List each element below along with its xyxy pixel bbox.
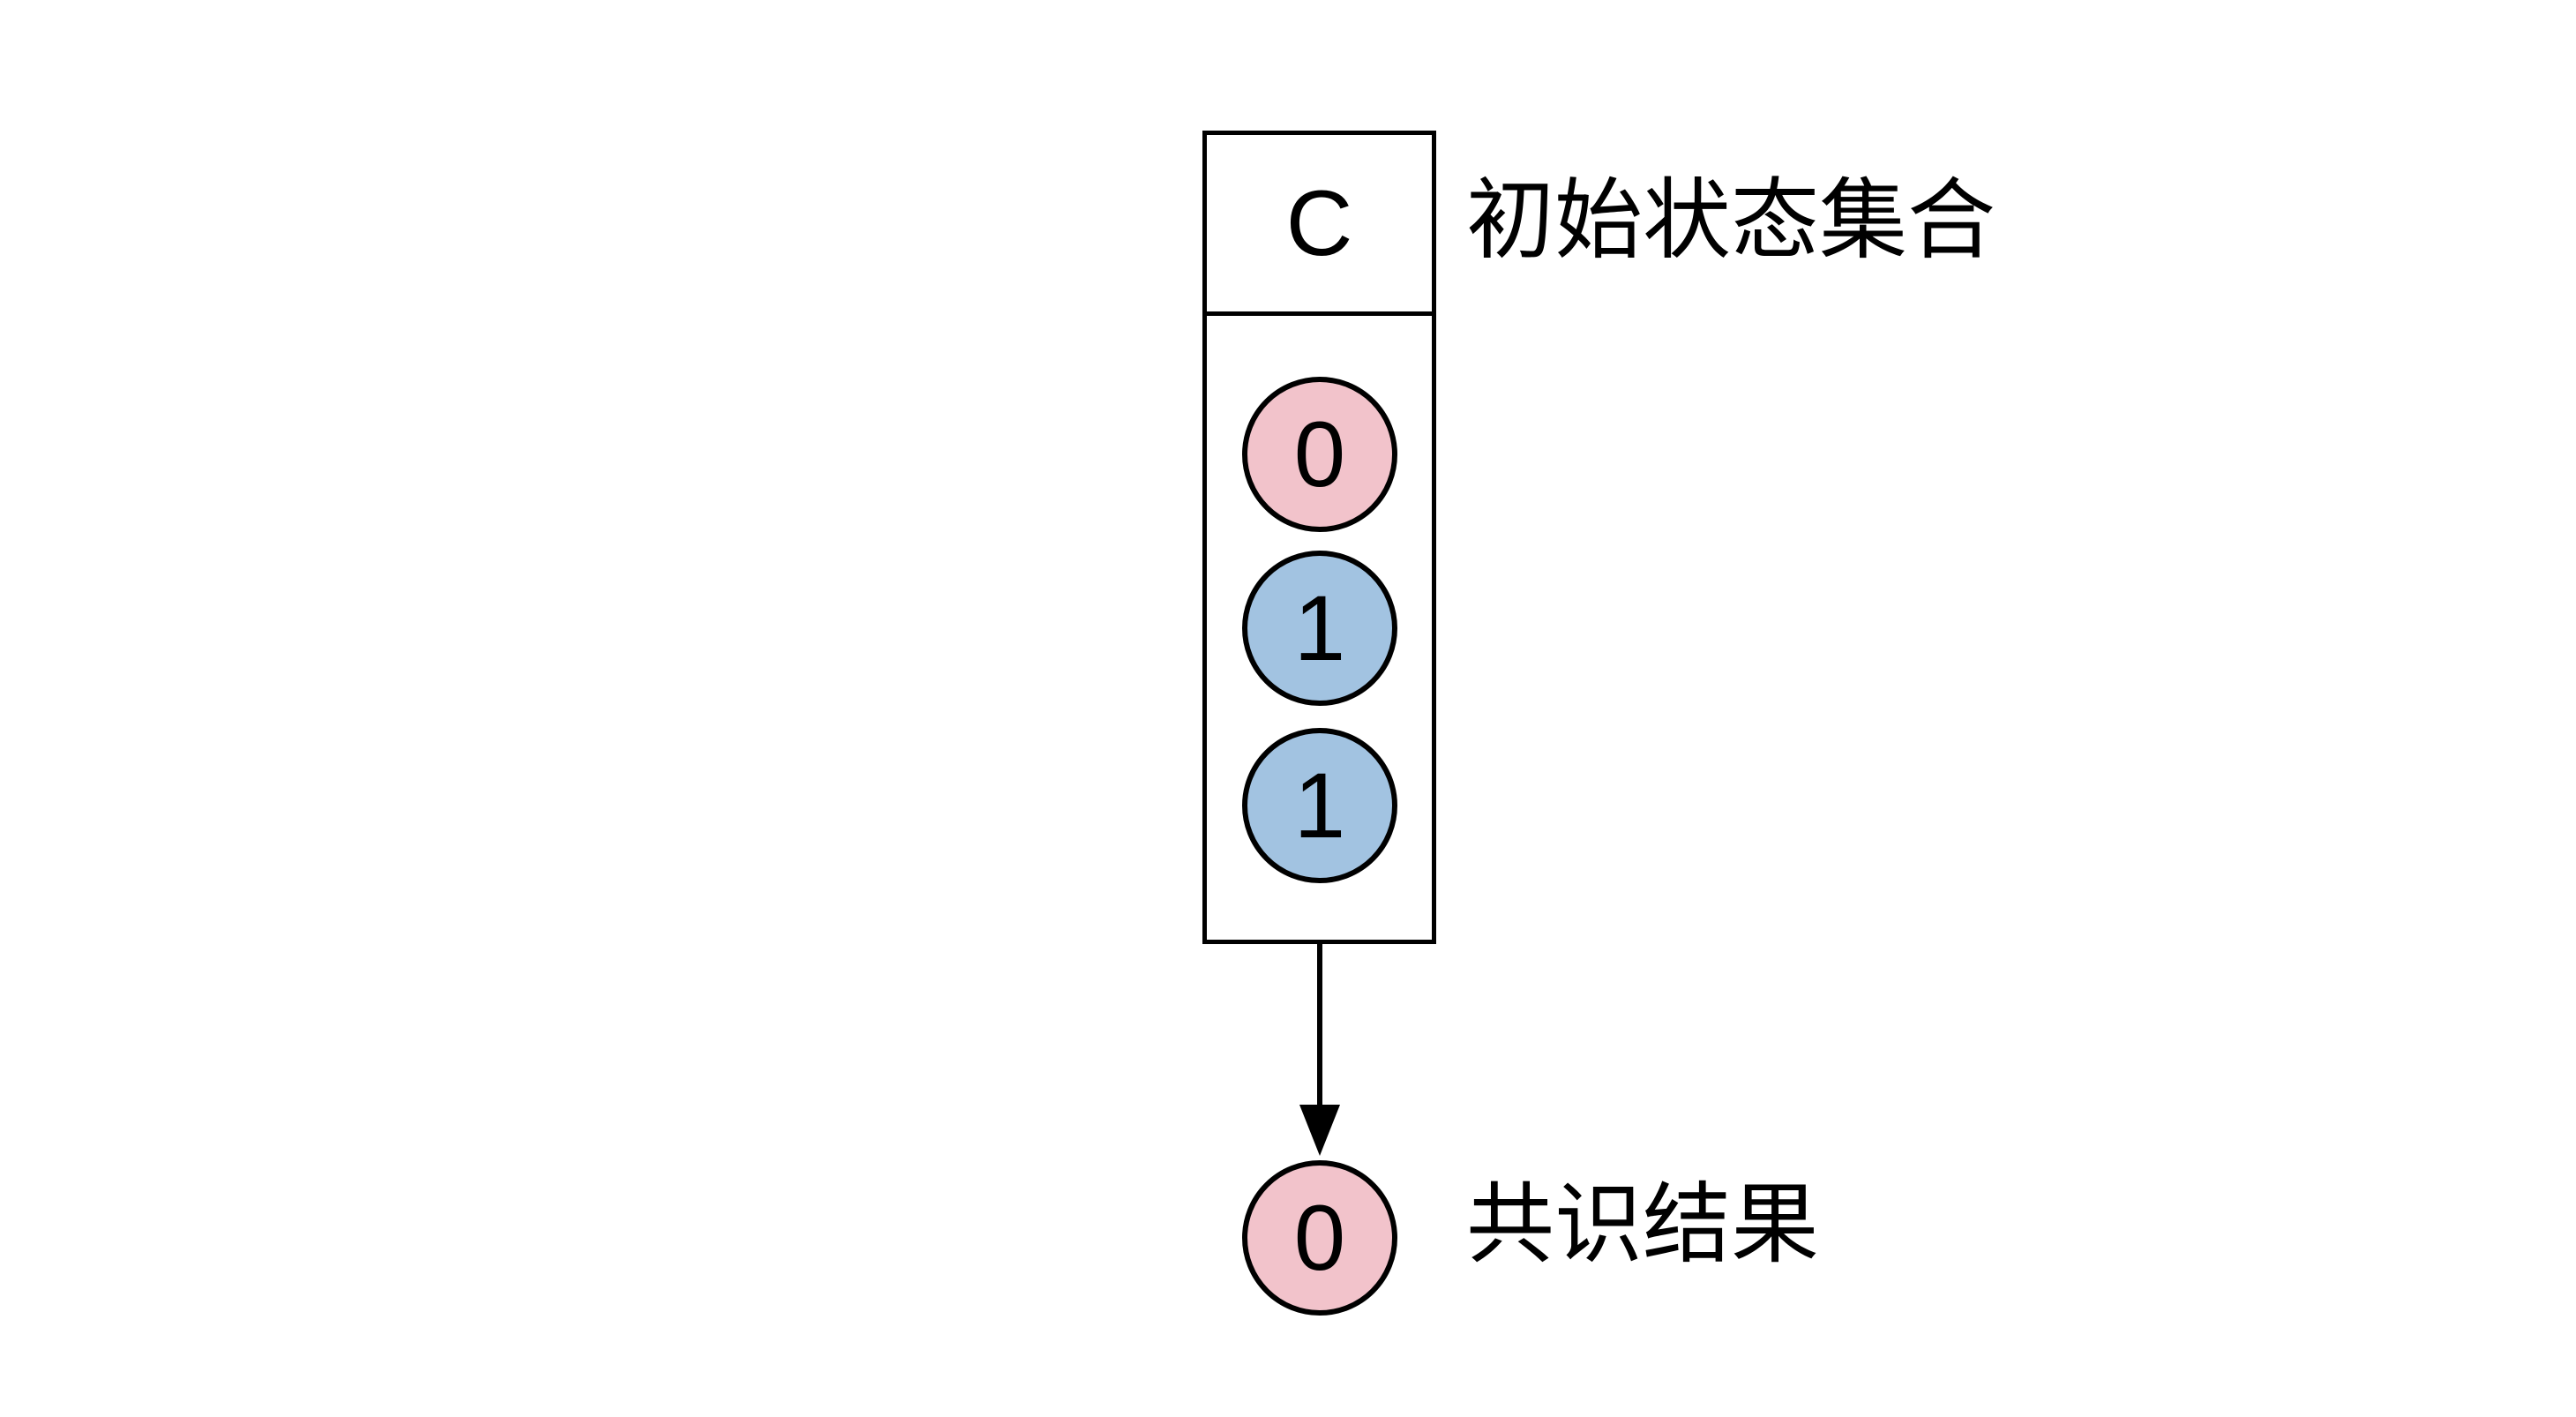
set-header-cell: C — [1207, 135, 1432, 316]
state-node-1-value: 0 — [1293, 402, 1346, 506]
state-node-3-value: 1 — [1293, 753, 1346, 858]
down-arrow-shaft — [1317, 944, 1322, 1110]
state-node-3: 1 — [1242, 728, 1397, 883]
consensus-result-node: 0 — [1242, 1160, 1397, 1316]
state-node-2-value: 1 — [1293, 576, 1346, 680]
state-node-1: 0 — [1242, 377, 1397, 532]
consensus-result-value: 0 — [1293, 1186, 1346, 1290]
initial-set-title-label: 初始状态集合 — [1466, 171, 1996, 270]
set-label: C — [1285, 171, 1353, 275]
consensus-result-label: 共识结果 — [1466, 1175, 1819, 1274]
state-node-2: 1 — [1242, 551, 1397, 706]
down-arrow-head-icon — [1299, 1105, 1340, 1156]
